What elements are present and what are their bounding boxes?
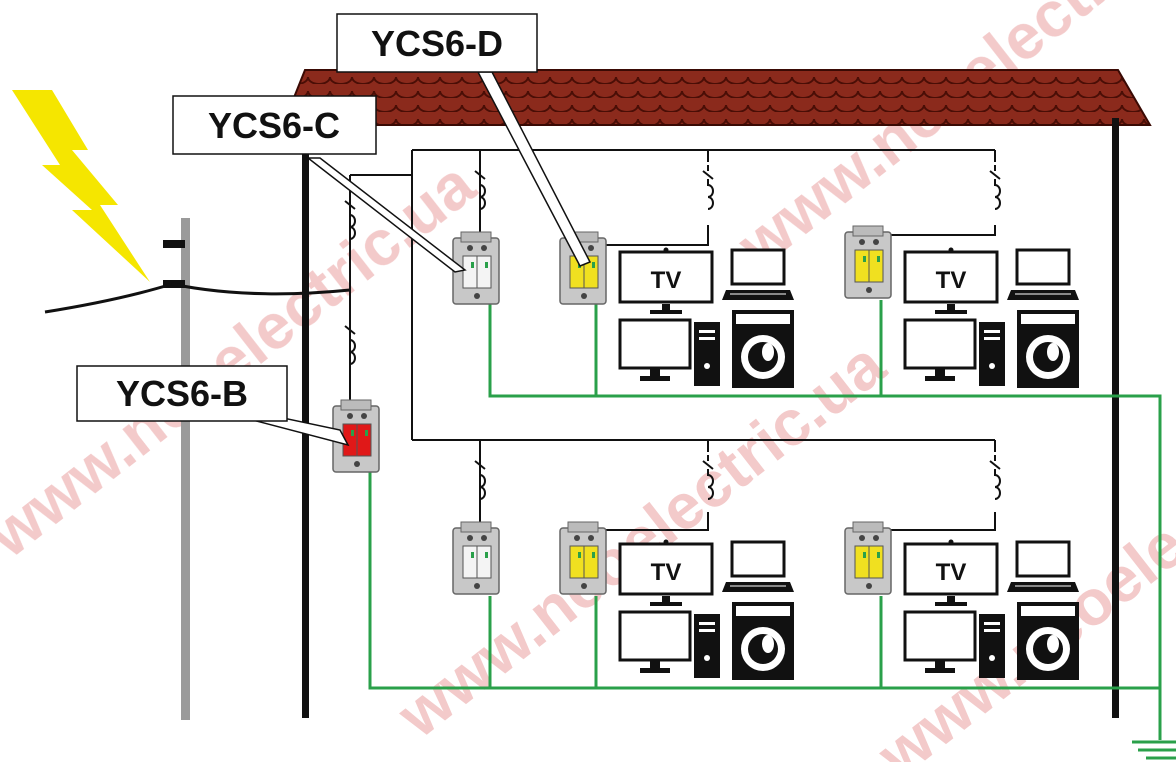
service-drop-line	[171, 282, 351, 296]
lightning-bolt-icon	[12, 90, 150, 282]
watermark-text: www.neoelectric.ua	[724, 0, 1176, 282]
laptop-icon	[722, 248, 794, 300]
appliance-group-floor1-left: TV	[618, 247, 794, 388]
spd-ycs6-c-floor2	[452, 521, 500, 595]
label-ycs6-b: YCS6-B	[116, 373, 248, 414]
callout-ycs6-b: YCS6-B	[76, 365, 288, 422]
tv-icon: TV	[903, 247, 999, 314]
watermark-text: www.neoelectric.ua	[0, 148, 488, 572]
desktop-computer-icon	[903, 610, 1005, 678]
appliance-group-floor1-right: TV	[903, 247, 1079, 388]
callout-ycs6-c: YCS6-C	[172, 95, 377, 155]
washing-machine-icon	[1017, 310, 1079, 388]
circuit-breaker-icon	[989, 165, 1001, 210]
tv-icon: TV	[903, 539, 999, 606]
circuit-breaker-icon	[989, 455, 1001, 500]
laptop-icon	[1007, 248, 1079, 300]
appliance-group-floor2-left: TV	[618, 539, 794, 680]
ground-wiring	[368, 300, 1162, 740]
tv-label: TV	[936, 559, 967, 586]
desktop-computer-icon	[618, 318, 720, 386]
circuit-breakers	[344, 165, 1001, 500]
circuit-breaker-icon	[344, 320, 356, 365]
house-wall-right	[1112, 118, 1119, 718]
circuit-breaker-icon	[474, 165, 486, 210]
tv-icon: TV	[618, 539, 714, 606]
tv-label: TV	[651, 267, 682, 294]
washing-machine-icon	[732, 602, 794, 680]
circuit-breaker-icon	[702, 455, 714, 500]
tv-icon: TV	[618, 247, 714, 314]
tv-label: TV	[936, 267, 967, 294]
desktop-computer-icon	[903, 318, 1005, 386]
laptop-icon	[722, 540, 794, 592]
roof	[281, 69, 1152, 126]
washing-machine-icon	[1017, 602, 1079, 680]
label-ycs6-d: YCS6-D	[371, 23, 503, 64]
appliance-group-floor2-right: TV	[903, 539, 1079, 680]
desktop-computer-icon	[618, 610, 720, 678]
appliances: TV TV TV TV	[618, 247, 1079, 680]
spd-ycs6-d-floor2-right	[844, 521, 892, 595]
circuit-breaker-icon	[474, 455, 486, 500]
label-ycs6-c: YCS6-C	[208, 105, 340, 146]
tv-label: TV	[651, 559, 682, 586]
spd-ycs6-c	[452, 231, 500, 305]
surge-protective-devices	[332, 225, 892, 595]
circuit-breaker-icon	[344, 195, 356, 240]
spd-ycs6-b	[332, 399, 380, 473]
house-wall-left	[302, 118, 309, 718]
overhead-line	[44, 282, 173, 314]
circuit-breaker-icon	[702, 165, 714, 210]
callout-ycs6-d: YCS6-D	[336, 13, 538, 73]
laptop-icon	[1007, 540, 1079, 592]
spd-ycs6-d	[559, 231, 607, 305]
utility-pole	[181, 218, 190, 720]
spd-ycs6-d-right	[844, 225, 892, 299]
washing-machine-icon	[732, 310, 794, 388]
ground-symbol-icon	[1132, 740, 1176, 760]
spd-ycs6-d-floor2	[559, 521, 607, 595]
pole-insulator	[163, 240, 185, 248]
